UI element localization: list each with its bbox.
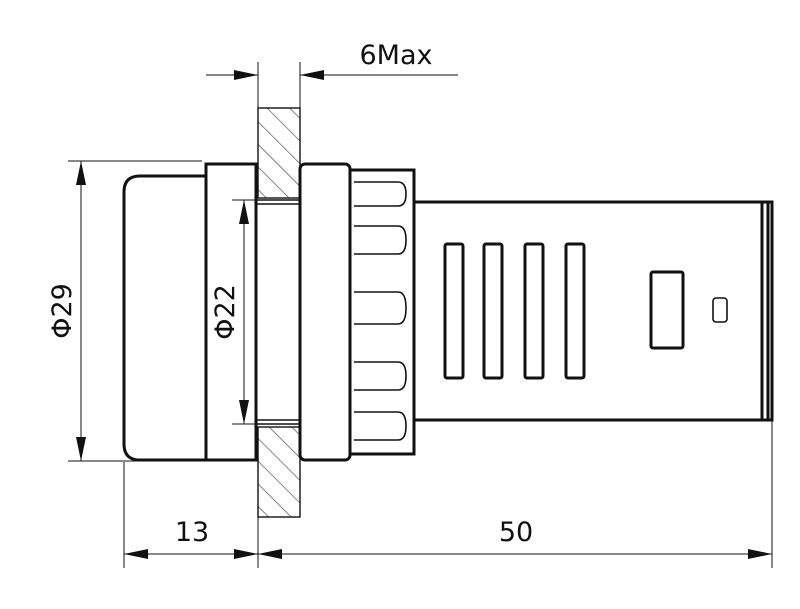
dimension-mount-diameter: Φ22 [210, 199, 258, 425]
dimension-label-body-length: 50 [499, 517, 533, 548]
vent-slot [443, 242, 465, 380]
dimension-panel-thickness: 6Max [206, 40, 458, 110]
panel-lower-section [257, 426, 301, 518]
dimension-label-front-length: 13 [175, 517, 209, 548]
locking-nut [298, 162, 352, 462]
main-body [412, 200, 774, 422]
panel-upper-section [257, 107, 301, 199]
mounting-panel [257, 107, 301, 518]
vent-slot [523, 242, 545, 380]
lens-cap [122, 174, 208, 462]
dimension-lengths: 13 50 [123, 420, 773, 568]
small-hole [712, 297, 728, 323]
vent-slot [564, 242, 586, 380]
vent-slots [443, 242, 586, 380]
neck-through-panel [256, 199, 300, 425]
vent-slot [482, 242, 504, 380]
front-flange [204, 162, 258, 462]
dimension-label-outer-diameter: Φ29 [47, 283, 78, 339]
dimension-label-mount-diameter: Φ22 [210, 284, 241, 340]
terminal-window [649, 270, 685, 350]
dimension-label-panel-thickness: 6Max [360, 40, 433, 71]
ribbed-collar [348, 168, 416, 456]
dimension-outer-diameter: Φ29 [47, 160, 202, 462]
